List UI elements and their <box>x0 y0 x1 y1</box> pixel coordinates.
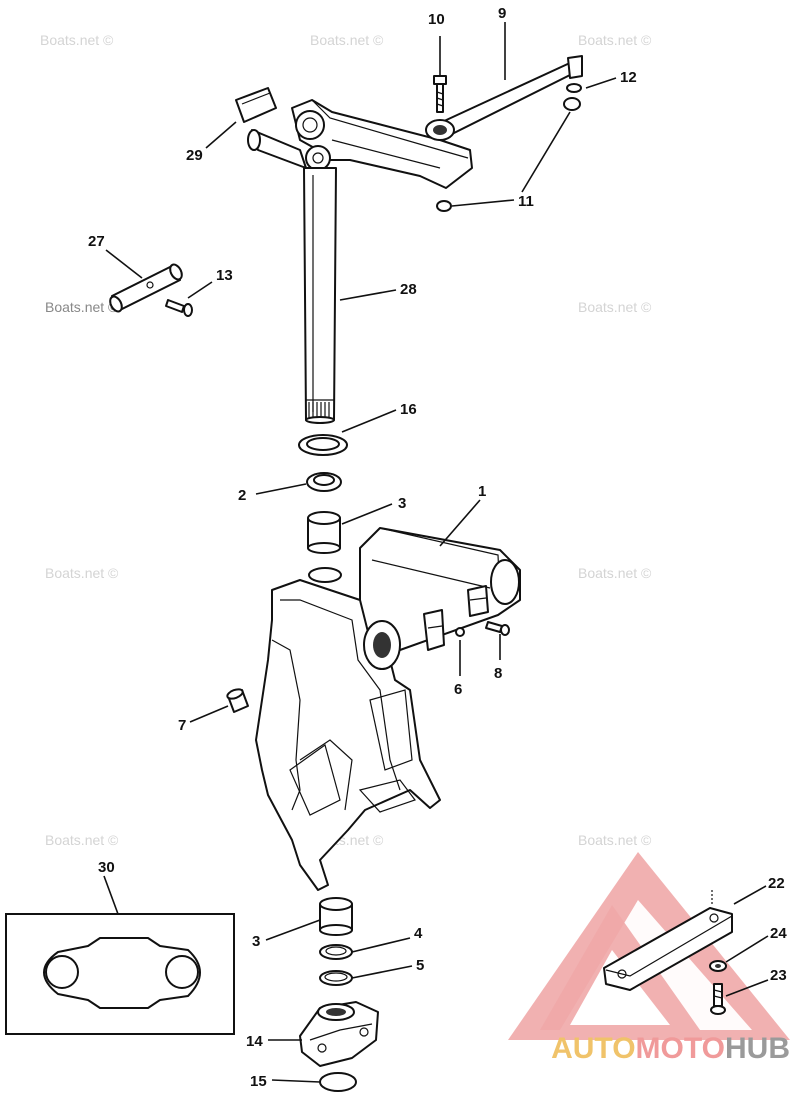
logo-auto: AUTO <box>551 1032 635 1065</box>
callout-12: 12 <box>620 69 637 86</box>
watermark: Boats.net © <box>40 32 114 48</box>
callout-23: 23 <box>770 967 787 984</box>
part-10-bolt <box>433 75 447 113</box>
callout-1: 1 <box>478 483 486 500</box>
callout-27: 27 <box>88 233 105 250</box>
logo-moto: MOTO <box>636 1032 725 1065</box>
callout-28: 28 <box>400 281 417 298</box>
part-15-ring <box>319 1072 357 1092</box>
callout-11: 11 <box>518 193 534 210</box>
callout-30: 30 <box>98 859 115 876</box>
callout-13: 13 <box>216 267 233 284</box>
watermark: Boats.net © <box>578 299 652 315</box>
part-3-bushing-lower <box>319 897 353 936</box>
part-28-steering-tube <box>247 99 473 424</box>
callout-10: 10 <box>428 11 445 28</box>
part-5-washer <box>319 970 353 986</box>
part-7-bushing <box>226 688 249 713</box>
part-8-screw <box>485 621 510 636</box>
part-27-pin <box>109 263 183 313</box>
logo-wordmark: AUTOMOTOHUB <box>551 1032 790 1065</box>
leader-lines <box>103 22 769 1083</box>
part-14-lower-yoke <box>299 1001 379 1067</box>
callout-7: 7 <box>178 717 186 734</box>
callout-29: 29 <box>186 147 203 164</box>
watermark: Boats.net © <box>45 832 119 848</box>
watermark: Boats.net © <box>578 832 652 848</box>
watermark: Boats.net © <box>310 32 384 48</box>
part-30-gasket-box <box>5 913 235 1035</box>
callout-9: 9 <box>498 5 506 22</box>
watermark: Boats.net © <box>45 565 119 581</box>
watermark: Boats.net © <box>45 299 119 315</box>
callouts: 10 9 12 11 29 27 13 28 16 2 3 1 6 8 7 30… <box>88 5 787 1090</box>
part-16-washer <box>298 434 348 456</box>
part-11-nut <box>436 97 581 212</box>
callout-8: 8 <box>494 665 502 682</box>
svg-text:AUTOMOTOHUB: AUTOMOTOHUB <box>551 1032 790 1065</box>
part-1-swivel-bracket <box>255 527 521 891</box>
callout-3-lower: 3 <box>252 933 260 950</box>
part-23-bolt <box>710 983 726 1015</box>
part-12-washer <box>566 83 582 93</box>
callout-14: 14 <box>246 1033 263 1050</box>
watermark: Boats.net © <box>578 565 652 581</box>
callout-16: 16 <box>400 401 417 418</box>
watermark: Boats.net © <box>578 32 652 48</box>
callout-22: 22 <box>768 875 785 892</box>
callout-6: 6 <box>454 681 462 698</box>
callout-4: 4 <box>414 925 423 942</box>
callout-2: 2 <box>238 487 246 504</box>
part-6-fitting <box>455 627 465 637</box>
logo-hub: HUB <box>725 1032 790 1065</box>
part-13-screw <box>165 299 193 317</box>
callout-5: 5 <box>416 957 424 974</box>
part-4-seal <box>319 944 353 960</box>
part-24-washer <box>709 960 727 972</box>
part-29-clip <box>235 87 277 123</box>
callout-3-upper: 3 <box>398 495 406 512</box>
callout-15: 15 <box>250 1073 267 1090</box>
part-9-link-rod <box>425 55 583 141</box>
part-2-seal <box>306 472 342 492</box>
callout-24: 24 <box>770 925 787 942</box>
part-22-plate <box>603 890 733 991</box>
part-3-bushing-upper <box>307 511 341 554</box>
